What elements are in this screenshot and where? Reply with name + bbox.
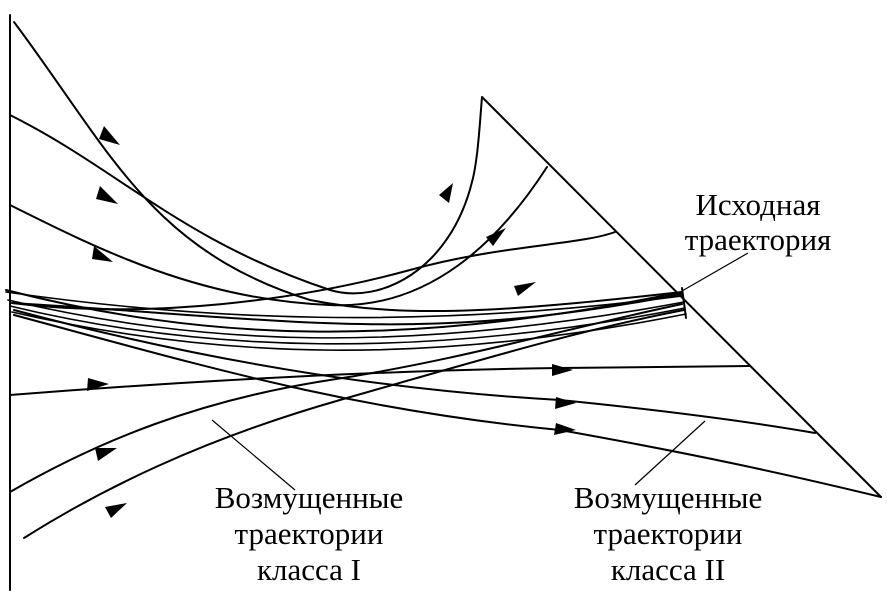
arrowhead [554,423,576,435]
class2-label-line3: класса II [611,552,725,587]
bundle-up-trajectory-1 [11,231,616,311]
upper-trajectory-3 [9,166,548,307]
bundle-trajectory-2 [7,299,685,339]
class1-label-line3: класса I [257,552,361,587]
arrowhead [95,448,117,461]
class2-leader-line [634,420,706,486]
arrowhead [99,126,120,145]
reference-right-cap [681,287,687,319]
lower-trajectory-3 [23,309,685,539]
class1-label-line1: Возмущенные [215,480,404,515]
class2-label-line2: траектории [594,516,743,551]
bundle-down-trajectory-1 [13,309,816,434]
arrowhead [439,183,453,203]
arrowhead [514,282,536,296]
arrowhead [552,364,573,376]
arrowhead [87,378,109,391]
upper-trajectory-2 [9,114,473,295]
upper-trajectory-1 [13,21,683,313]
class1-leader-line [211,419,296,491]
class1-label-line2: траектории [235,516,384,551]
bundle-down-trajectory-2 [13,314,882,498]
arrowhead [96,186,118,204]
lower-trajectory-2 [9,303,683,493]
bundle-trajectory-3 [9,305,686,345]
reference-label-line1: Исходная [695,187,820,222]
arrowhead [105,503,127,518]
arrowhead [555,397,576,409]
reference-leader-line [681,252,749,292]
bundle-up-trajectory-2 [11,293,683,326]
class2-label-line1: Возмущенные [574,480,763,515]
lower-trajectory-1 [9,365,751,396]
bundle-trajectory-1 [5,291,683,319]
arrowhead [92,246,113,262]
right-boundary-line [471,96,882,498]
reference-label-line2: траектория [685,222,832,257]
arrowhead [486,228,506,246]
